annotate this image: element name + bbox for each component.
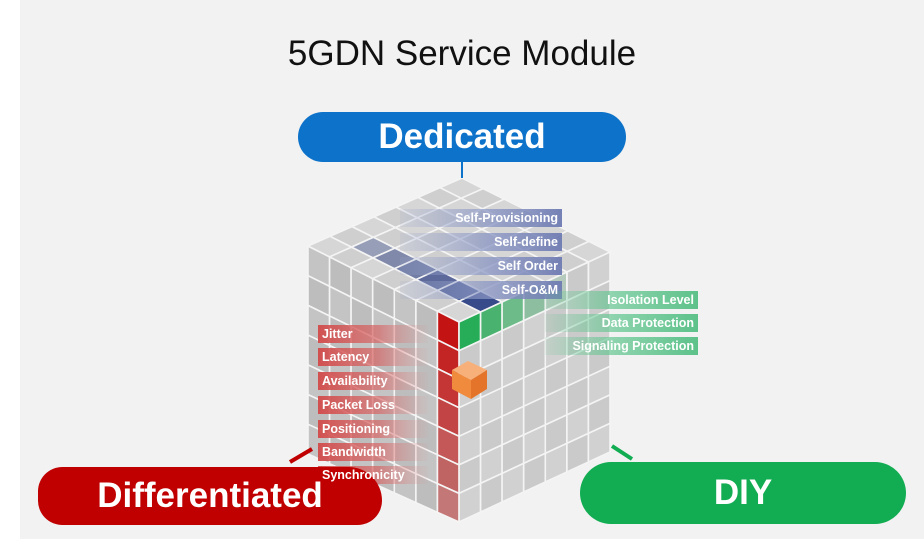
label-bar-red <box>318 420 428 438</box>
differentiated-axis-line <box>288 447 314 464</box>
label-bar-blue <box>400 209 562 227</box>
label-bar-red <box>318 396 428 414</box>
label-bar-blue <box>400 233 562 251</box>
diy-axis-line <box>610 444 634 461</box>
label-bar-green <box>545 314 698 332</box>
label-self-provisioning: Self-Provisioning <box>455 211 558 225</box>
label-latency: Latency <box>322 350 370 364</box>
label-bars <box>318 209 698 484</box>
label-synchronicity: Synchronicity <box>322 468 405 482</box>
label-bar-red <box>318 325 428 343</box>
highlight-cube-left <box>452 370 471 399</box>
label-packet-loss: Packet Loss <box>322 398 395 412</box>
label-isolation-level: Isolation Level <box>607 293 694 307</box>
label-signaling-protection: Signaling Protection <box>572 339 694 353</box>
diy-badge: DIY <box>580 462 906 524</box>
label-bandwidth: Bandwidth <box>322 445 386 459</box>
label-self-order: Self Order <box>497 259 558 273</box>
label-jitter: Jitter <box>322 327 353 341</box>
cube-cell-right <box>587 422 611 464</box>
label-bar-blue <box>400 257 562 275</box>
label-bar-green <box>545 291 698 309</box>
label-bar-red <box>318 372 428 390</box>
label-self-om: Self-O&M <box>501 283 558 297</box>
label-data-protection: Data Protection <box>601 316 694 330</box>
page-title: 5GDN Service Module <box>287 34 637 73</box>
differentiated-cell <box>436 482 460 524</box>
label-bar-red <box>318 443 428 461</box>
label-self-define: Self-define <box>494 235 558 249</box>
label-bar-red <box>318 348 428 366</box>
label-bar-blue <box>400 281 562 299</box>
highlight-cube-top <box>452 361 487 380</box>
cube-accents <box>288 162 634 464</box>
differentiated-badge: Differentiated <box>38 467 382 525</box>
dedicated-badge: Dedicated <box>298 112 626 162</box>
highlight-cube-right <box>471 370 487 399</box>
label-bar-green <box>545 337 698 355</box>
label-availability: Availability <box>322 374 388 388</box>
label-positioning: Positioning <box>322 422 391 436</box>
